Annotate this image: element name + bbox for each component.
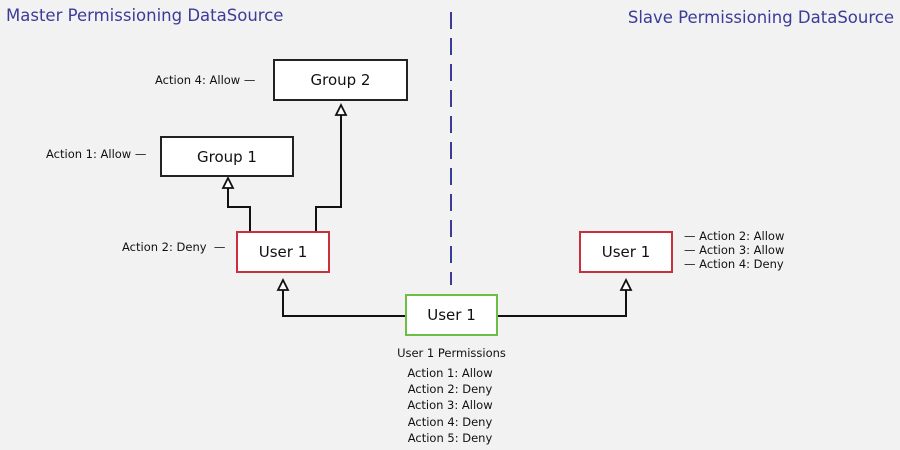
permissions-list: Action 1: Allow Action 2: Deny Action 3:… — [0, 365, 900, 446]
inherit-line-user-to-group1 — [227, 188, 251, 232]
master-user-label: User 1 — [258, 243, 308, 261]
group2-annotation-text: Action 4: Allow — [155, 73, 241, 87]
annotation-dash: — — [243, 73, 256, 87]
group1-label: Group 1 — [197, 147, 257, 166]
line-combined-to-slave-user — [498, 290, 627, 317]
group2-annotation: Action 4: Allow — — [155, 73, 255, 87]
slave-user-annotations: — Action 2: Allow — Action 3: Allow — Ac… — [684, 229, 784, 271]
permission-item: Action 1: Allow — [407, 366, 493, 380]
inherit-line-user-to-group2 — [315, 115, 342, 232]
permissions-title: User 1 Permissions — [397, 346, 506, 360]
slave-annotation-text: Action 4: Deny — [699, 257, 784, 271]
group1-node: Group 1 — [160, 136, 294, 177]
combined-user-node: User 1 — [405, 294, 498, 336]
group2-label: Group 2 — [310, 71, 371, 89]
permission-item: Action 4: Deny — [407, 414, 493, 429]
slave-annotation-row: — Action 4: Deny — [684, 257, 784, 271]
slave-annotation-text: Action 2: Allow — [699, 229, 785, 243]
slave-annotation-row: — Action 2: Allow — [684, 229, 785, 243]
slave-annotation-row: — Action 3: Allow — [684, 243, 785, 257]
annotation-dash: — — [210, 240, 226, 254]
master-user-annotation: Action 2: Deny — — [122, 240, 225, 254]
master-user-annotation-text: Action 2: Deny — [122, 240, 207, 254]
arrowhead-group1 — [221, 175, 235, 189]
arrowhead-slave-user — [619, 277, 633, 291]
permission-item: Action 3: Allow — [407, 398, 493, 413]
line-combined-to-master-user — [282, 290, 405, 317]
permission-item: Action 5: Deny — [407, 430, 493, 445]
combined-user-label: User 1 — [427, 306, 476, 324]
slave-user-node: User 1 — [579, 231, 673, 273]
annotation-dash: — — [134, 147, 147, 161]
slave-annotation-text: Action 3: Allow — [699, 243, 785, 257]
slave-datasource-title: Slave Permissioning DataSource — [627, 8, 894, 27]
slave-user-label: User 1 — [601, 243, 651, 261]
group1-annotation-text: Action 1: Allow — [46, 147, 132, 161]
arrowhead-master-user — [276, 277, 290, 291]
group1-annotation: Action 1: Allow — — [46, 147, 146, 161]
master-user-node: User 1 — [236, 231, 330, 273]
master-datasource-title: Master Permissioning DataSource — [6, 6, 284, 25]
permission-item: Action 2: Deny — [407, 382, 493, 397]
group2-node: Group 2 — [273, 59, 408, 101]
arrowhead-group2 — [334, 102, 348, 116]
